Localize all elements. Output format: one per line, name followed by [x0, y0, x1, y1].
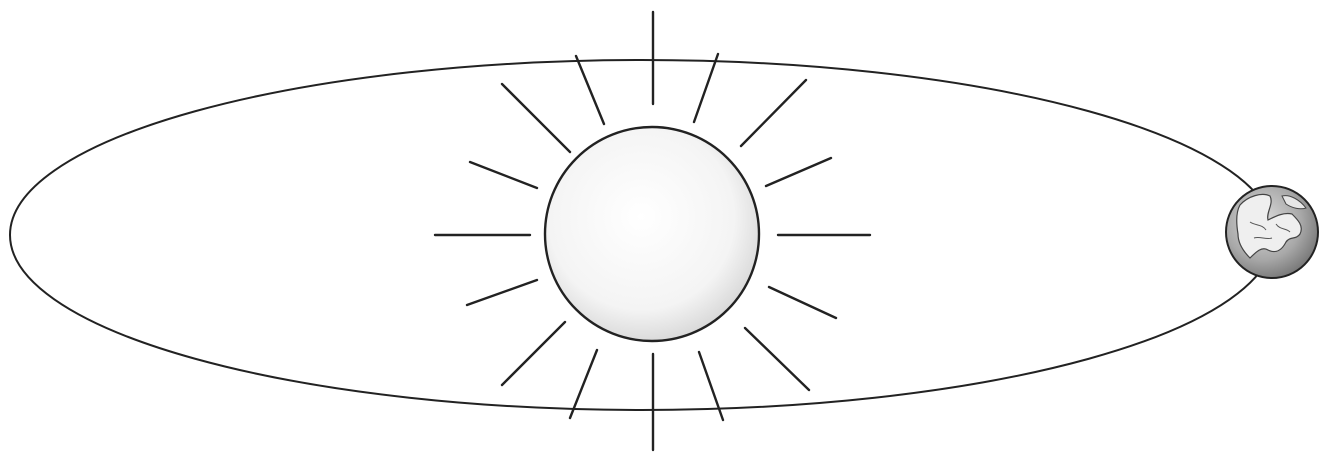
- sun-ray: [470, 162, 537, 188]
- sun-ray: [570, 350, 597, 418]
- earth-icon: [1226, 186, 1318, 278]
- sun-ray: [769, 287, 836, 318]
- sun-ray: [467, 280, 537, 305]
- sun-ray: [694, 54, 718, 122]
- sun-ray: [502, 322, 565, 385]
- sun-ray: [576, 56, 604, 124]
- sun-ray: [741, 80, 806, 146]
- sun-ray: [745, 328, 809, 390]
- sun-ray: [766, 158, 831, 186]
- sun-icon: [545, 127, 759, 341]
- sun-ray: [502, 84, 570, 152]
